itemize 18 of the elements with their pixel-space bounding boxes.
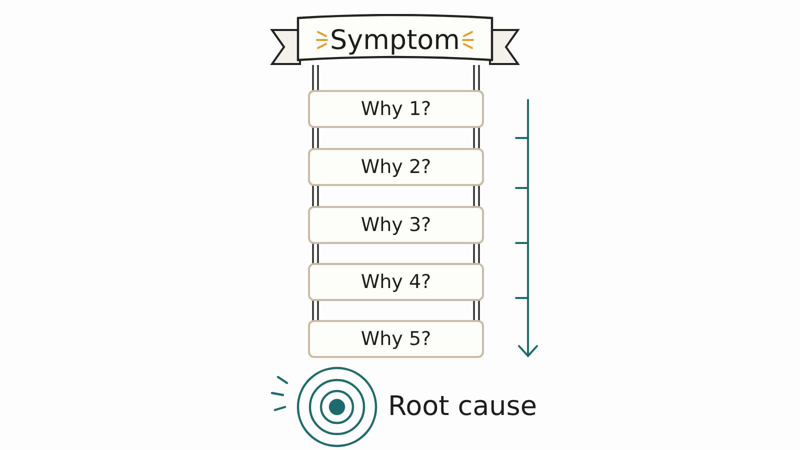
why-label: Why 5? xyxy=(360,328,432,350)
why-box xyxy=(308,90,484,128)
ribbon-banner xyxy=(270,14,520,66)
ladder-rail xyxy=(312,126,480,150)
why-box xyxy=(308,263,484,301)
why-box xyxy=(308,206,484,244)
ladder-rail xyxy=(312,299,480,322)
why-label: Why 2? xyxy=(360,156,432,178)
why-label: Why 1? xyxy=(360,98,432,120)
why-label: Why 3? xyxy=(360,214,432,236)
ladder-rail xyxy=(312,242,480,265)
ladder-rail xyxy=(312,184,480,208)
symptom-title: Symptom xyxy=(330,24,460,56)
why-label: Why 4? xyxy=(360,271,432,293)
why-box xyxy=(308,148,484,186)
why-box xyxy=(308,320,484,358)
root-cause-label: Root cause xyxy=(388,390,537,422)
ladder-rail xyxy=(312,64,480,92)
